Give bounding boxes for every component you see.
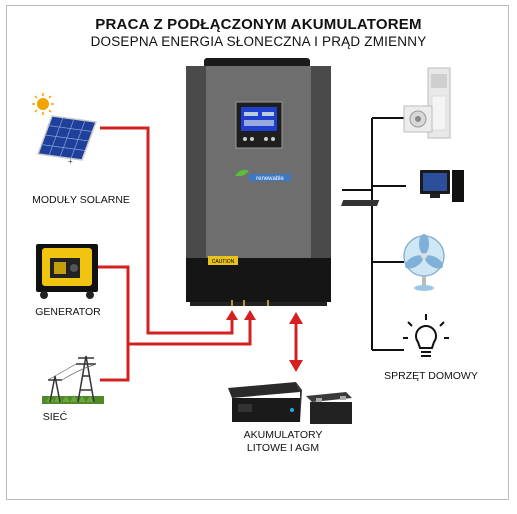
generator-label: GENERATOR	[35, 306, 101, 318]
fan-icon	[403, 234, 445, 291]
diagram-frame	[6, 5, 509, 500]
solar-label: MODUŁY SOLARNE	[32, 194, 130, 206]
grid-wire	[100, 344, 130, 382]
diagram-title: PRACA Z PODŁĄCZONYM AKUMULATOREM	[95, 16, 422, 33]
solar-wire	[100, 126, 234, 335]
battery-label-line2: LITOWE I AGM	[246, 442, 320, 454]
loads-label: SPRZĘT DOMOWY	[384, 370, 478, 382]
caution-label: CAUTION	[212, 259, 235, 265]
solar-panel-icon: +	[32, 93, 98, 166]
inverter-unit: renewable CAUTION	[186, 58, 331, 306]
inverter-brand: renewable	[256, 176, 284, 182]
generator-wire-arrow	[244, 310, 256, 320]
diagram-subtitle: DOSEPNA ENERGIA SŁONECZNA I PRĄD ZMIENNY	[90, 34, 427, 49]
light-bulb-icon	[403, 314, 449, 357]
grid-tower-icon	[42, 355, 104, 404]
battery-rack-icon	[228, 382, 302, 422]
computer-icon	[341, 170, 464, 206]
generator-icon	[36, 244, 98, 299]
svg-text:+: +	[68, 157, 73, 166]
agm-battery-icon	[306, 392, 352, 424]
battery-label-line1: AKUMULATORY	[243, 429, 323, 441]
load-bus	[342, 117, 406, 351]
grid-label: SIEĆ	[42, 411, 68, 423]
solar-wire-arrow	[226, 310, 238, 320]
air-conditioner-icon	[403, 67, 451, 139]
battery-wire	[289, 312, 303, 372]
